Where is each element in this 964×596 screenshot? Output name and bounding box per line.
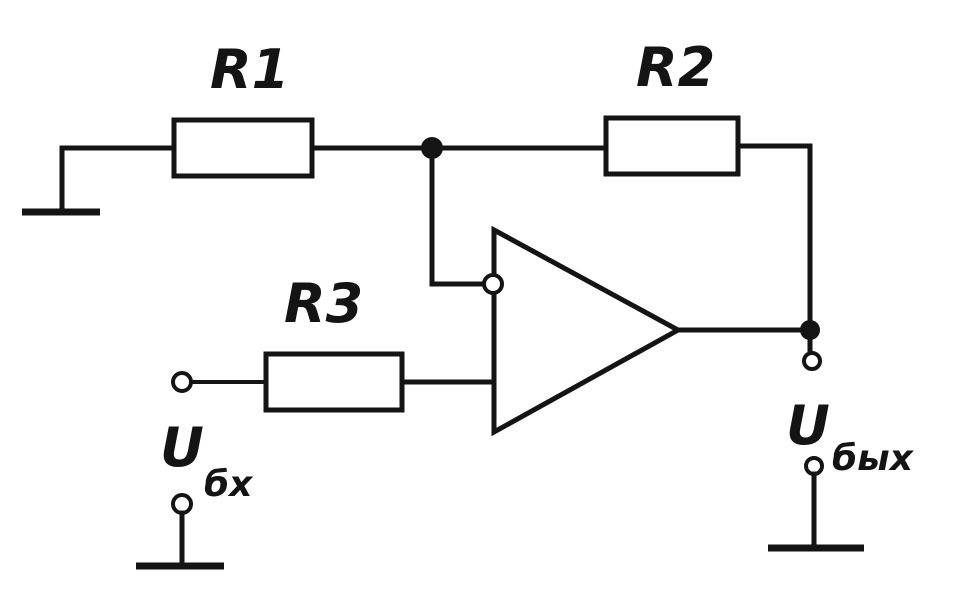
label-u-out-sub: бых: [832, 438, 915, 479]
label-u-out: U: [786, 394, 830, 457]
wire-feedback: [735, 143, 813, 329]
output-terminal-top: [802, 351, 822, 371]
wire-junction-to-inverting-input: [429, 145, 489, 287]
resistor-r2: [603, 115, 741, 177]
input-terminal-top: [171, 371, 193, 393]
input-terminal-bottom: [171, 493, 193, 515]
resistor-r1: [171, 117, 315, 179]
wire-ground-to-r1: [59, 145, 177, 215]
inverting-input-circle: [482, 273, 504, 295]
op-amp: [491, 225, 684, 437]
junction-node-top: [421, 137, 443, 159]
label-r3: R3: [284, 272, 363, 335]
label-u-in: U: [160, 416, 204, 479]
label-r2: R2: [636, 36, 715, 99]
label-r1: R1: [210, 38, 289, 101]
resistor-r3: [263, 351, 405, 413]
label-u-in-sub: бх: [204, 464, 254, 505]
